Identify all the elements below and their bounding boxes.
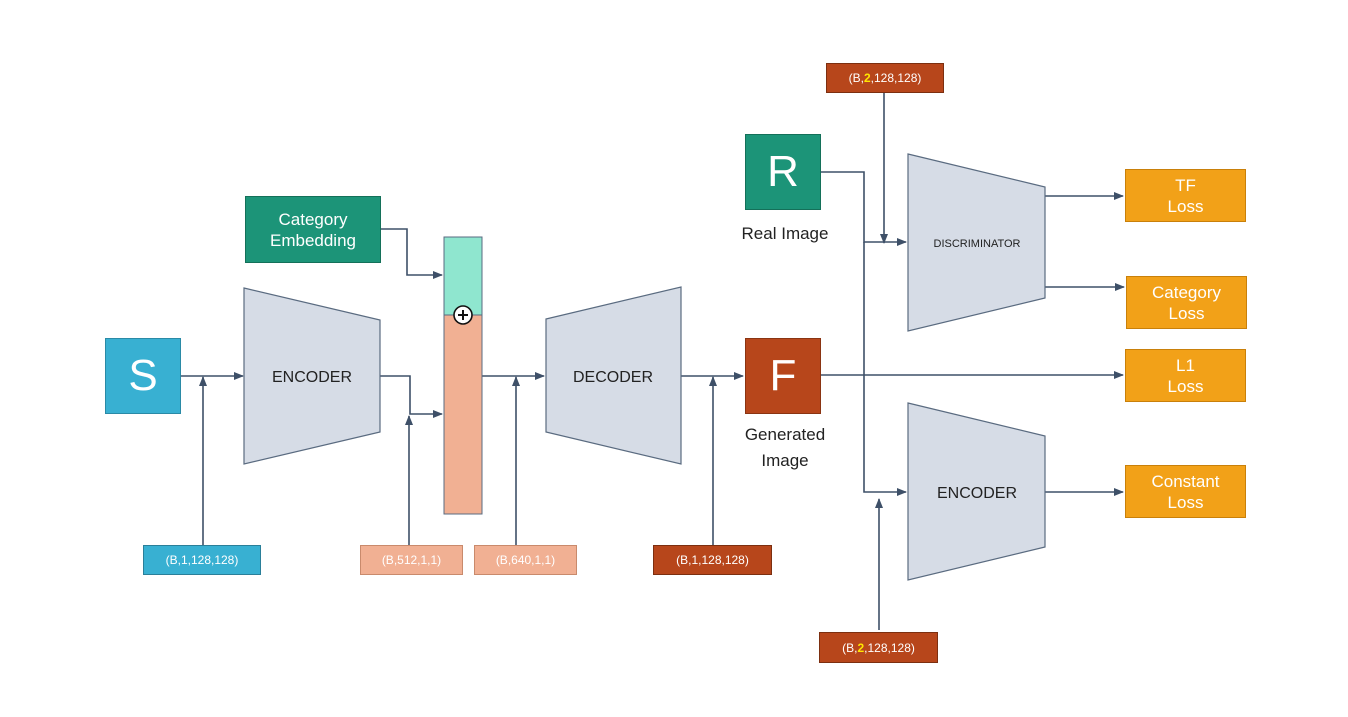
encoded-shape-tag: (B,512,1,1) (360, 545, 463, 575)
const-shape-suffix: ,128,128) (864, 640, 915, 655)
decoder-label: DECODER (573, 369, 653, 386)
disc-shape-prefix: (B, (848, 71, 864, 85)
source-letter: S (128, 351, 158, 400)
discriminator-module (907, 153, 1046, 332)
vector-embedding-part (443, 236, 483, 316)
latent-vector (443, 236, 483, 515)
tf-loss-line1: TF (1175, 175, 1196, 195)
const-shape-highlight: 2 (857, 640, 865, 655)
connectors (181, 93, 1125, 630)
real-image-node: R (745, 134, 821, 210)
category-loss-box: Category Loss (1126, 276, 1247, 329)
disc-shape-suffix: ,128,128) (870, 71, 922, 85)
constant-loss-line1: Constant (1151, 471, 1220, 491)
module-labels: ENCODER DECODER DISCRIMINATOR ENCODER (272, 238, 1021, 502)
decoder-module (545, 286, 682, 465)
vector-encoded-part (443, 314, 483, 515)
constant-loss-line2: Loss (1167, 492, 1204, 512)
tf-loss-box: TF Loss (1125, 169, 1246, 222)
tf-loss-line2: Loss (1167, 196, 1204, 216)
generated-image-node: F (745, 338, 821, 414)
modules (243, 153, 1046, 581)
constant-encoder-label: ENCODER (937, 485, 1017, 502)
concat-shape-tag: (B,640,1,1) (474, 545, 577, 575)
concat-plus (458, 310, 468, 320)
generated-letter: F (769, 351, 797, 400)
input-shape-tag: (B,1,128,128) (143, 545, 261, 575)
encoder-module (243, 287, 381, 465)
real-letter: R (767, 147, 799, 196)
generated-caption-line1: Generated (744, 425, 826, 444)
l1-loss-line1: L1 (1176, 355, 1195, 375)
arrow-generated-to-encoder (863, 375, 907, 496)
input-shape-text: (B,1,128,128) (165, 553, 239, 567)
generated-shape-text: (B,1,128,128) (676, 553, 749, 567)
category-loss-line2: Loss (1168, 303, 1205, 323)
l1-loss-box: L1 Loss (1125, 349, 1246, 402)
real-image-caption: Real Image (741, 224, 829, 243)
discriminator-label: DISCRIMINATOR (934, 238, 1021, 250)
source-node: S (105, 338, 181, 414)
disc-shape-highlight: 2 (863, 71, 871, 85)
l1-loss-line2: Loss (1167, 376, 1204, 396)
category-loss-line1: Category (1152, 282, 1221, 302)
arrow-embedding-to-vector (381, 228, 443, 279)
generated-caption-line2: Image (761, 451, 809, 470)
encoder-label: ENCODER (272, 369, 352, 386)
generated-shape-tag: (B,1,128,128) (653, 545, 772, 575)
const-shape-prefix: (B, (842, 640, 858, 655)
concat-shape-text: (B,640,1,1) (495, 553, 556, 567)
generated-image-caption: Generated Image (715, 422, 855, 474)
embedding-line2: Embedding (269, 230, 356, 250)
arrow-encoder-to-vector (380, 375, 443, 418)
embedding-line1: Category (278, 209, 348, 229)
constant-loss-box: Constant Loss (1125, 465, 1246, 518)
const-input-shape-tag: (B,2,128,128) (819, 632, 938, 663)
encoded-shape-text: (B,512,1,1) (381, 553, 442, 567)
constant-encoder-module (907, 402, 1046, 581)
disc-input-shape-tag: (B,2,128,128) (826, 63, 944, 93)
category-embedding-node: Category Embedding (245, 196, 381, 263)
